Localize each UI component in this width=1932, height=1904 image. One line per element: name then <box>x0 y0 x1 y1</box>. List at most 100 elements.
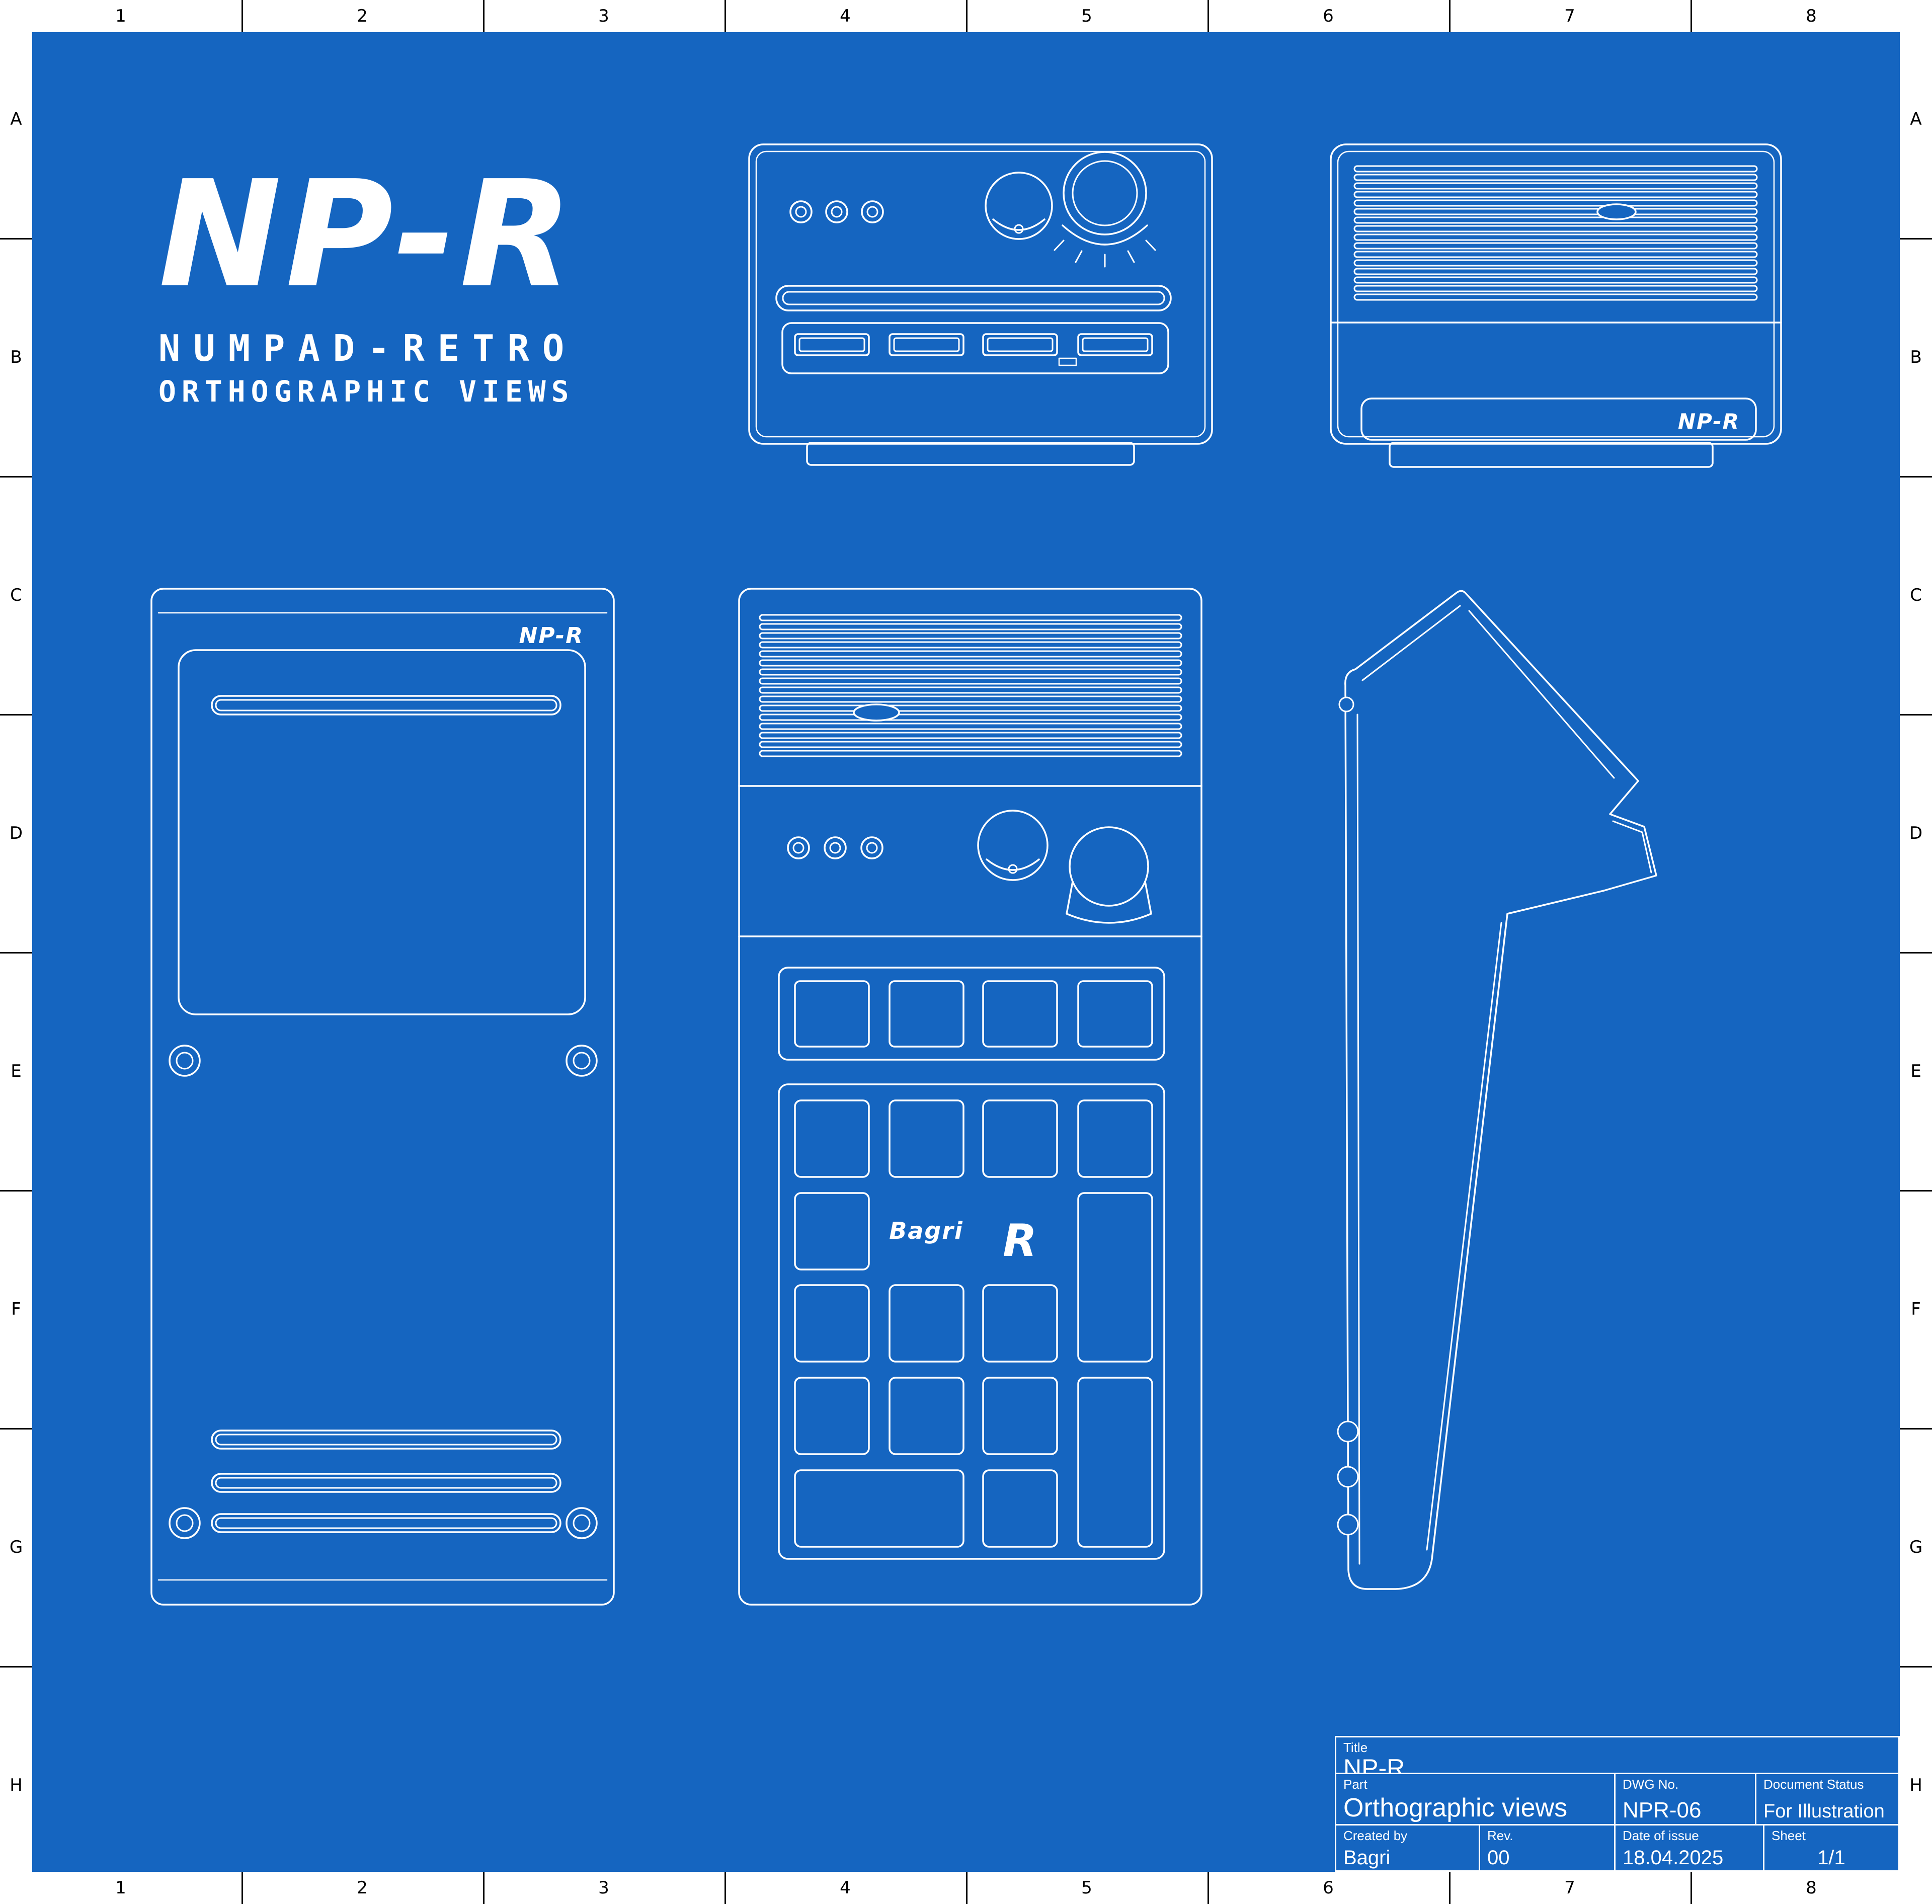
side-view-drawing <box>1337 590 1657 1590</box>
grid-col-label: 3 <box>598 1878 609 1898</box>
vent-grille-front <box>759 614 1182 757</box>
grid-col-label: 7 <box>1564 1878 1575 1898</box>
grid-col-label: 2 <box>357 1878 368 1898</box>
keypad-key <box>794 980 870 1048</box>
screw <box>566 1507 598 1539</box>
created-by-value: Bagri <box>1343 1847 1391 1869</box>
dwg-value: NPR-06 <box>1623 1797 1702 1822</box>
grid-tick <box>1691 0 1692 32</box>
grid-col-label: 4 <box>840 6 851 26</box>
back-view-outline <box>1330 143 1782 445</box>
date-label: Date of issue <box>1623 1828 1699 1843</box>
logo-block: NP-R NUMPAD-RETRO ORTHOGRAPHIC VIEWS <box>158 161 577 409</box>
back-view-inner-line <box>1337 150 1775 438</box>
grid-col-label: 1 <box>115 1878 126 1898</box>
keypad-keys <box>794 1099 1153 1548</box>
status-label: Document Status <box>1763 1777 1864 1792</box>
keypad-key <box>982 1469 1058 1548</box>
hinge-slot <box>775 285 1172 311</box>
logo-subtitle-2: ORTHOGRAPHIC VIEWS <box>158 374 575 409</box>
part-value: Orthographic views <box>1343 1793 1568 1823</box>
rev-label: Rev. <box>1487 1828 1513 1843</box>
screw <box>566 1045 598 1077</box>
keypad-key <box>889 1284 964 1363</box>
keypad-key-tall <box>1077 1377 1153 1548</box>
keypad-key <box>794 1099 870 1178</box>
grid-col-label: 6 <box>1323 6 1334 26</box>
side-bump <box>1338 696 1354 712</box>
keypad-key <box>1077 1099 1153 1178</box>
grille-oval-cutout-back <box>1596 203 1637 220</box>
grid-tick <box>1900 1428 1932 1430</box>
screw <box>169 1045 201 1077</box>
grid-col-label: 5 <box>1081 1878 1092 1898</box>
grid-tick <box>0 714 32 716</box>
rotary-knob-top <box>1054 151 1156 268</box>
front-view-outline <box>738 588 1202 1606</box>
rear-vent-slots <box>211 1430 561 1533</box>
grid-tick <box>1208 1872 1209 1904</box>
grid-row-label: F <box>1911 1299 1921 1319</box>
keypad-key <box>889 1377 964 1455</box>
title-block: Title NP-R Part Orthographic views DWG N… <box>1335 1736 1900 1872</box>
keypad-key <box>794 1192 870 1271</box>
status-leds-front <box>787 836 883 859</box>
title-label: Title <box>1343 1740 1368 1755</box>
grid-tick <box>483 1872 485 1904</box>
grid-row-label: D <box>9 823 23 843</box>
logo-title: NP-R <box>158 149 577 320</box>
part-label: Part <box>1343 1777 1367 1792</box>
keypad-key <box>982 1099 1058 1178</box>
created-by-cell: Created by Bagri <box>1336 1826 1479 1870</box>
title-block-row-3: Created by Bagri Rev. 00 Date of issue 1… <box>1336 1824 1898 1870</box>
grid-tick <box>483 0 485 32</box>
grid-col-label: 4 <box>840 1878 851 1898</box>
grid-tick <box>0 1190 32 1192</box>
grid-row-label: B <box>10 347 22 367</box>
date-cell: Date of issue 18.04.2025 <box>1614 1826 1763 1870</box>
grid-tick <box>1449 1872 1451 1904</box>
keypad-key <box>982 980 1058 1048</box>
sheet-cell: Sheet 1/1 <box>1763 1826 1898 1870</box>
status-leds-top <box>789 200 884 223</box>
screws <box>169 1045 598 1539</box>
grid-tick <box>242 1872 243 1904</box>
status-cell: Document Status For Illustration <box>1755 1774 1898 1824</box>
rev-cell: Rev. 00 <box>1479 1826 1614 1870</box>
grid-tick <box>1900 476 1932 478</box>
top-view-drawing <box>748 143 1213 466</box>
title-block-row-2: Part Orthographic views DWG No. NPR-06 D… <box>1336 1773 1898 1824</box>
keypad-key <box>982 1284 1058 1363</box>
back-foot <box>1389 442 1714 468</box>
grid-tick <box>1900 714 1932 716</box>
grid-row-label: C <box>1910 585 1922 605</box>
grid-tick <box>966 0 968 32</box>
rear-access-panel <box>178 649 586 1015</box>
keypad-key <box>1077 980 1153 1048</box>
created-by-label: Created by <box>1343 1828 1408 1843</box>
grid-row-label: E <box>1910 1061 1921 1081</box>
grid-row-label: A <box>1910 109 1922 129</box>
vent-grille-back <box>1353 165 1758 301</box>
grille-oval-cutout-front <box>853 703 900 722</box>
side-inner-line <box>1468 610 1615 779</box>
top-view-outline <box>748 143 1213 445</box>
logo-subtitle-1: NUMPAD-RETRO <box>158 327 578 369</box>
side-inner-line <box>1356 713 1360 1565</box>
grid-tick <box>1900 1190 1932 1192</box>
keypad-key-wide <box>794 1469 964 1548</box>
grid-col-label: 8 <box>1806 6 1817 26</box>
grid-col-label: 5 <box>1081 6 1092 26</box>
keypad-key <box>794 1377 870 1455</box>
grid-tick <box>1900 952 1932 954</box>
keypad-key <box>982 1377 1058 1455</box>
dome-button-front <box>977 810 1049 881</box>
top-view-foot <box>806 442 1135 466</box>
port-detail <box>1058 357 1077 366</box>
side-foot-bump <box>1337 1466 1359 1488</box>
grid-col-label: 8 <box>1806 1878 1817 1898</box>
rear-view-outline <box>150 588 615 1606</box>
sheet-value: 1/1 <box>1817 1847 1845 1869</box>
